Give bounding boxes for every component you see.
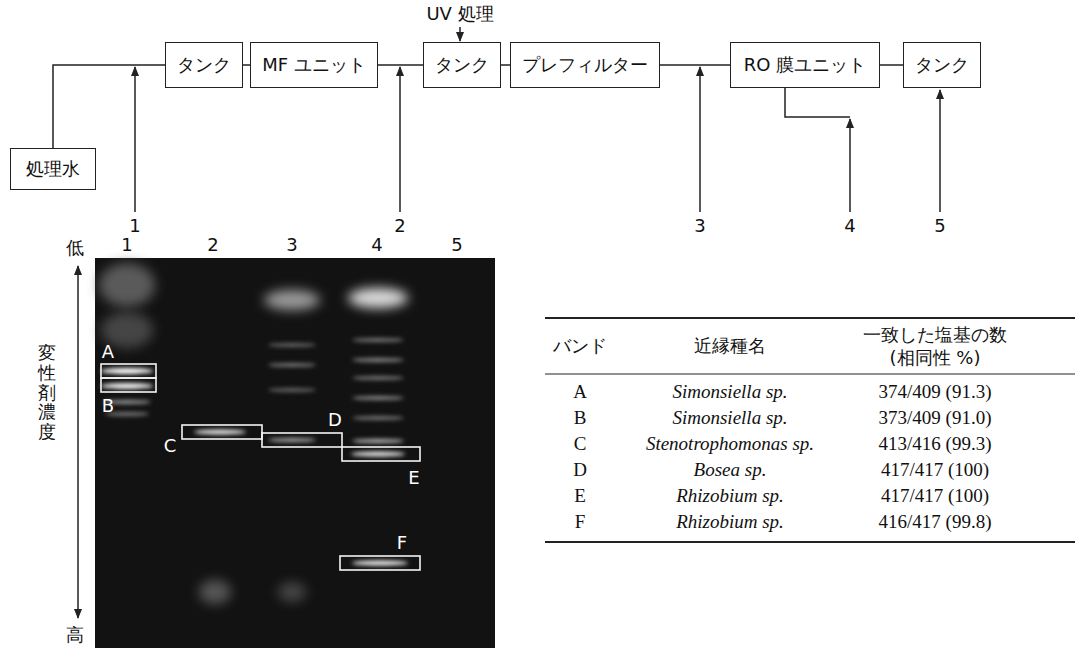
axis-arrow [77,400,79,618]
band-letter: A [102,341,114,363]
band-letter: D [328,409,342,431]
table-cell: B [574,407,587,430]
lane-number: 3 [286,234,297,256]
table-cell: 417/417 (100) [881,485,989,508]
box-label: MF ユニット [262,53,366,77]
sample-arrow [134,67,136,212]
uv-arrow [459,27,461,41]
pipe-line [378,64,423,66]
table-cell: 373/409 (91.0) [879,407,992,430]
lane-number: 2 [207,234,218,256]
sample-arrow [849,119,851,212]
lane-number: 1 [121,234,132,256]
process-label: UV 処理 [426,3,493,25]
table-rule [545,374,1075,375]
box-label: タンク [435,53,489,77]
band-letter: E [408,467,419,489]
table-cell: 413/416 (99.3) [879,433,992,456]
sample-arrow [399,67,401,212]
box-label: 処理水 [26,157,80,181]
axis-label: 高 [66,624,84,646]
table-header: 近縁種名 [694,335,766,357]
table-cell: 416/417 (99.8) [879,511,992,534]
process-box: MF ユニット [250,42,378,88]
gel-image [95,258,495,648]
callout-number: 2 [394,215,405,237]
sample-arrow [699,67,701,212]
callout-number: 1 [129,215,140,237]
table-cell: A [573,381,587,404]
table-cell: E [574,485,586,508]
axis-label: 変性剤濃度 [38,343,56,442]
table-cell: Rhizobium sp. [676,511,784,534]
lane-number: 5 [451,234,462,256]
band-letter: C [164,435,177,457]
box-label: RO 膜ユニット [744,53,866,77]
pipe-line [243,64,250,66]
process-box: タンク [903,42,981,88]
pipe-line [660,64,730,66]
box-label: タンク [915,53,969,77]
process-box: タンク [165,42,243,88]
table-cell: Bosea sp. [694,459,767,482]
box-label: プレフィルター [522,53,648,77]
table-cell: F [575,511,586,534]
pipe-line [501,64,510,66]
band-letter: B [102,395,114,417]
table-cell: 374/409 (91.3) [879,381,992,404]
box-label: タンク [177,53,231,77]
table-rule [545,541,1075,543]
pipe-line [880,64,903,66]
table-cell: 417/417 (100) [881,459,989,482]
callout-number: 3 [694,215,705,237]
callout-number: 5 [934,215,945,237]
table-rule [545,317,1075,319]
process-box: 処理水 [10,148,96,190]
lane-number: 4 [371,234,382,256]
band-letter: F [397,532,407,554]
table-cell: D [573,459,587,482]
axis-label: 低 [66,237,84,259]
table-cell: Simonsiella sp. [672,407,787,430]
axis-arrow [77,266,79,400]
pipe-line [53,65,165,148]
table-cell: Simonsiella sp. [672,381,787,404]
callout-number: 4 [844,215,855,237]
ro-reject-line [785,88,850,117]
table-header: バンド [553,335,607,357]
process-box: プレフィルター [510,42,660,88]
table-cell: Rhizobium sp. [676,485,784,508]
sample-arrow [939,90,941,212]
table-cell: C [574,433,587,456]
table-cell: Stenotrophomonas sp. [646,433,814,456]
process-box: タンク [423,42,501,88]
table-header: 一致した塩基の数 (相同性 %) [855,323,1015,370]
process-box: RO 膜ユニット [730,42,880,88]
